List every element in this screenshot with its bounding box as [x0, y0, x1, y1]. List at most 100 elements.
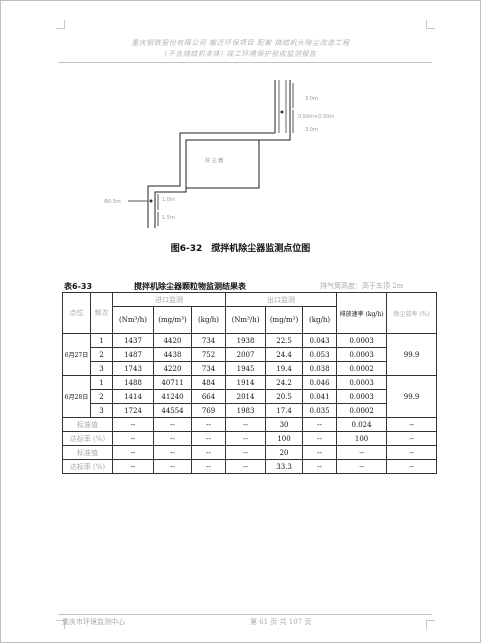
sub-header: (mg/m³) — [153, 306, 192, 334]
col-header-inlet: 进口监测 — [111, 292, 227, 307]
value-cell: 0.0003 — [336, 347, 388, 362]
value-cell: 1437 — [112, 333, 154, 348]
freq-cell: 3 — [90, 403, 113, 418]
summary-row: 达标率 (%) -- -- -- -- 100 -- 100 -- — [62, 431, 438, 446]
freq-cell: 3 — [90, 361, 113, 376]
header-rule — [58, 62, 432, 63]
table-row: 2 1414 41240 664 2014 20.5 0.041 0.0003 — [63, 389, 437, 404]
value-cell: -- — [302, 431, 338, 446]
col-header-freq: 频次 — [90, 292, 113, 334]
value-cell: -- — [153, 431, 192, 446]
value-cell: 769 — [190, 403, 227, 418]
table-row: 3 1743 4220 734 1945 19.4 0.038 0.0002 — [63, 361, 437, 376]
value-cell: -- — [153, 417, 192, 432]
value-cell: 0.0003 — [336, 389, 388, 404]
summary-row: 标准值 -- -- -- -- 20 -- -- -- — [62, 445, 438, 460]
value-cell: -- — [190, 431, 227, 446]
value-cell: 17.4 — [265, 403, 304, 418]
sub-header: (mg/m³) — [265, 306, 304, 334]
value-cell: 24.4 — [265, 347, 304, 362]
value-cell: 0.035 — [302, 403, 338, 418]
value-cell: 1945 — [225, 361, 267, 376]
value-cell: 1914 — [225, 375, 267, 390]
value-cell: 100 — [265, 431, 304, 446]
table-name: 搅拌机除尘器颗粒物监测结果表 — [134, 282, 246, 291]
value-cell: -- — [112, 431, 154, 446]
dim-label: 3.0m — [305, 127, 318, 133]
value-cell: 100 — [336, 431, 388, 446]
crop-mark — [426, 620, 435, 629]
monitoring-point-diagram: 3.0m 0.50m×0.50m 3.0m 除 尘 器 Φ0.5m 1.0m 1… — [104, 80, 334, 228]
duct-outer — [147, 132, 275, 228]
value-cell: -- — [336, 459, 388, 474]
value-cell: 4420 — [153, 333, 192, 348]
value-cell: -- — [225, 445, 267, 460]
value-cell: -- — [153, 445, 192, 460]
dim-label: 1.0m — [162, 197, 175, 203]
value-cell: 0.024 — [336, 417, 388, 432]
freq-cell: 1 — [90, 333, 113, 348]
value-cell: 0.0002 — [336, 361, 388, 376]
value-cell: -- — [112, 417, 154, 432]
value-cell: 1724 — [112, 403, 154, 418]
value-cell: -- — [112, 445, 154, 460]
dim-label: 1.5m — [162, 215, 175, 221]
header-line-1: 重庆钢铁股份有限公司 搬迁环保项目 配套 烧结机头除尘改造工程 — [131, 39, 350, 47]
value-cell: 0.046 — [302, 375, 338, 390]
value-cell: -- — [225, 459, 267, 474]
date-cell: 6月28日 — [62, 375, 91, 418]
sub-header: (Nm³/h) — [112, 306, 154, 334]
value-cell: 1487 — [112, 347, 154, 362]
value-cell: 0.041 — [302, 389, 338, 404]
table-row: 2 1487 4438 752 2007 24.4 0.053 0.0003 — [63, 347, 437, 362]
dim-label: Φ0.5m — [104, 199, 121, 205]
col-header-rate: 排放速率 (kg/h) — [336, 292, 388, 334]
value-cell: -- — [225, 431, 267, 446]
value-cell: -- — [190, 417, 227, 432]
sub-header: (kg/h) — [302, 306, 338, 334]
value-cell: -- — [302, 417, 338, 432]
summary-label: 达标率 (%) — [62, 459, 113, 474]
value-cell: 1938 — [225, 333, 267, 348]
summary-row: 达标率 (%) -- -- -- -- 33.3 -- -- -- — [62, 459, 438, 474]
value-cell: 734 — [190, 361, 227, 376]
value-cell: 1488 — [112, 375, 154, 390]
table-row: 3 1724 44554 769 1983 17.4 0.035 0.0002 — [63, 403, 437, 418]
value-cell: 30 — [265, 417, 304, 432]
value-cell: -- — [386, 431, 438, 446]
value-cell: -- — [302, 445, 338, 460]
summary-label: 标准值 — [62, 445, 113, 460]
freq-cell: 1 — [90, 375, 113, 390]
value-cell: 0.038 — [302, 361, 338, 376]
value-cell: 1743 — [112, 361, 154, 376]
footer-page-number: 第 61 页 共 107 页 — [250, 618, 312, 626]
value-cell: 484 — [190, 375, 227, 390]
efficiency-cell: 99.9 — [386, 333, 438, 376]
value-cell: 44554 — [153, 403, 192, 418]
crop-mark — [56, 20, 65, 29]
efficiency-cell: 99.9 — [386, 375, 438, 418]
footer-rule — [58, 614, 432, 615]
value-cell: 4438 — [153, 347, 192, 362]
value-cell: -- — [225, 417, 267, 432]
sub-header: (kg/h) — [190, 306, 227, 334]
value-cell: -- — [336, 445, 388, 460]
value-cell: 4220 — [153, 361, 192, 376]
value-cell: -- — [386, 459, 438, 474]
dim-label: 3.0m — [305, 96, 318, 102]
collector-label: 除 尘 器 — [205, 157, 223, 164]
value-cell: -- — [386, 417, 438, 432]
freq-cell: 2 — [90, 347, 113, 362]
sampling-point-marker — [280, 110, 284, 114]
table-row: 6月27日 1 1437 4420 734 1938 22.5 0.043 0.… — [62, 333, 438, 376]
value-cell: -- — [302, 459, 338, 474]
value-cell: 734 — [190, 333, 227, 348]
summary-label: 标准值 — [62, 417, 113, 432]
dust-collector-box — [185, 139, 260, 189]
value-cell: 20 — [265, 445, 304, 460]
dim-label: 0.50m×0.50m — [298, 114, 334, 120]
value-cell: 0.0002 — [336, 403, 388, 418]
value-cell: 20.5 — [265, 389, 304, 404]
sub-header: (Nm³/h) — [225, 306, 267, 334]
